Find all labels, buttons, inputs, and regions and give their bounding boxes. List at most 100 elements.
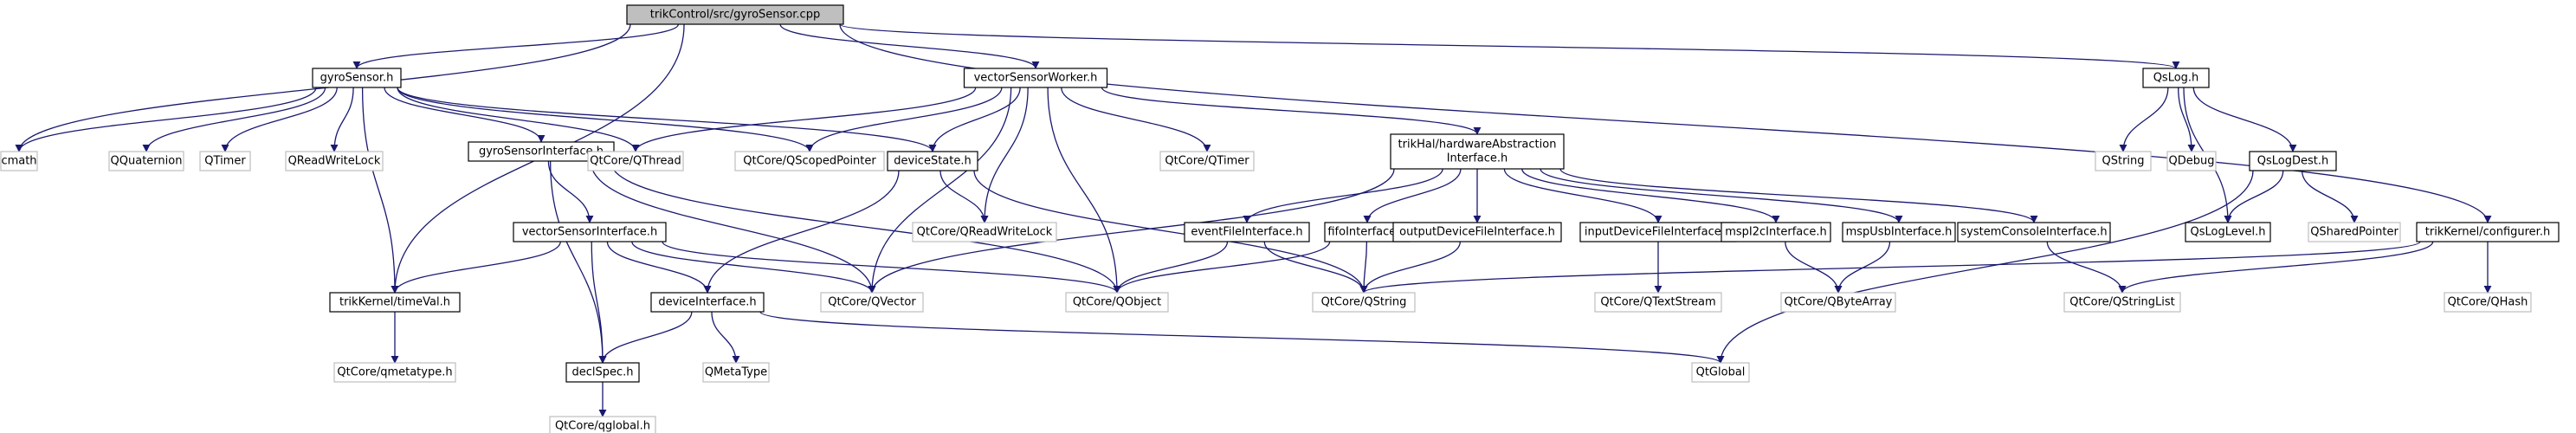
edge-QsLog_h-to-QString [2119,87,2169,152]
edge-fifoInterface_h-to-QtCore_QObject [1113,241,1331,294]
node-box [513,222,667,242]
node-fifoInterface_h[interactable]: fifoInterface.h [1324,222,1411,242]
edge-QsLogDest_h-to-QsLogLevel_h [2224,170,2284,223]
edges-layer [15,23,2492,417]
node-label: trikControl/src/gyroSensor.cpp [650,9,820,22]
edge-mspUsbInterface_h-to-QtCore_QByteArray [1834,241,1891,294]
node-label: QtCore/QVector [828,296,916,309]
node-mspUsbInterface_h[interactable]: mspUsbInterface.h [1842,222,1956,242]
edge-QsLog_h-to-QDebug [2178,87,2196,152]
node-box [734,151,885,171]
node-box [2142,68,2210,88]
node-QTimer: QTimer [199,151,251,171]
edge-gyroSensor_h-to-deviceState_h [397,87,937,152]
node-label: gyroSensorInterface.h [479,145,604,158]
node-vectorSensorWorker_h[interactable]: vectorSensorWorker.h [963,68,1108,88]
node-box [312,68,402,88]
node-QtCore_QThread: QtCore/QThread [587,151,684,171]
edge-trikHal_hwai_h-to-inputDeviceFileInterface_h [1503,168,1662,223]
node-label: Interface.h [1447,152,1508,165]
node-label: QDebug [2169,155,2215,168]
node-label: QtCore/QObject [1073,296,1161,309]
node-label: inputDeviceFileInterface.h [1585,226,1732,239]
node-eventFileInterface_h[interactable]: eventFileInterface.h [1184,222,1310,242]
edge-trikKernel_configurer_h-to-QtCore_QString [1359,241,2421,294]
node-label: mspUsbInterface.h [1846,226,1953,239]
edge-trikHal_hwai_h-to-mspI2cInterface_h [1521,168,1780,223]
node-box [1312,292,1416,313]
node-inputDeviceFileInterface_h[interactable]: inputDeviceFileInterface.h [1579,222,1737,242]
node-box [1780,292,1896,313]
edge-trikHal_hwai_h-to-fifoInterface_h [1363,168,1462,223]
edge-QsLogDest_h-to-QSharedPointer [2302,170,2359,223]
node-label: QtCore/QHash [2448,296,2528,309]
node-box [2308,222,2401,242]
node-label: QtCore/qmetatype.h [337,366,452,379]
node-trikKernel_configurer_h[interactable]: trikKernel/configurer.h [2416,222,2560,242]
node-cmath: cmath [0,151,38,171]
node-box [1184,222,1310,242]
node-deviceInterface_h[interactable]: deviceInterface.h [650,292,765,313]
node-label: QString [2101,155,2144,168]
edge-gyroSensor_h-to-QTimer [221,87,338,152]
edge-gyroSensorInterface_h-to-QtCore_QObject [610,160,1121,294]
node-QsLog_h[interactable]: QsLog.h [2142,68,2210,88]
node-gyroSensor_h[interactable]: gyroSensor.h [312,68,402,88]
node-systemConsoleInterface_h[interactable]: systemConsoleInterface.h [1957,222,2111,242]
node-label: QtCore/QThread [590,155,681,168]
node-label: QMetaType [705,366,767,379]
node-QReadWriteLock: QReadWriteLock [285,151,384,171]
edge-root-to-QsLog_h [839,23,2180,69]
node-deviceState_h[interactable]: deviceState.h [887,151,978,171]
edge-vectorSensorWorker_h-to-deviceState_h [928,87,1021,152]
node-mspI2cInterface_h[interactable]: mspI2cInterface.h [1721,222,1831,242]
edge-root-to-vectorSensorWorker_h [779,23,1040,69]
node-root[interactable]: trikControl/src/gyroSensor.cpp [626,4,844,25]
node-trikKernel_timeVal_h[interactable]: trikKernel/timeVal.h [329,292,461,313]
edge-gyroSensor_h-to-cmath [15,87,317,152]
node-QtCore_QVector: QtCore/QVector [820,292,924,313]
edge-trikKernel_configurer_h-to-QtCore_QStringList [2118,241,2434,294]
node-QDebug: QDebug [2166,151,2217,171]
node-QsLogDest_h[interactable]: QsLogDest.h [2249,151,2337,171]
node-declSpec_h[interactable]: declSpec.h [565,362,640,383]
node-box [2063,292,2181,313]
node-box [2095,151,2152,171]
edge-deviceState_h-to-QtCore_QString [973,170,1368,294]
node-label: trikKernel/timeVal.h [339,296,450,309]
edge-vectorSensorWorker_h-to-trikHal_hwai_h [1101,87,1482,135]
edge-gyroSensor_h-to-QQuaternion [142,87,326,152]
node-gyroSensorInterface_h[interactable]: gyroSensorInterface.h [468,141,615,162]
edge-gyroSensorInterface_h-to-vectorSensorInterface_h [547,160,594,223]
edge-eventFileInterface_h-to-QtCore_QObject [1113,241,1229,294]
node-label: QtGlobal [1696,366,1746,379]
node-label: QtCore/QTextStream [1600,296,1715,309]
node-label: QSharedPointer [2310,226,2398,239]
node-QtCore_qmetatype_h: QtCore/qmetatype.h [333,362,456,383]
node-label: outputDeviceFileInterface.h [1399,226,1555,239]
node-vectorSensorInterface_h[interactable]: vectorSensorInterface.h [513,222,667,242]
edge-deviceInterface_h-to-declSpec_h [598,311,693,364]
edge-root-to-gyroSensor_h [352,23,680,69]
node-box [565,362,640,383]
node-box [285,151,384,171]
node-label: vectorSensorWorker.h [974,72,1098,85]
node-box [2249,151,2337,171]
node-outputDeviceFileInterface_h[interactable]: outputDeviceFileInterface.h [1392,222,1562,242]
node-QString: QString [2095,151,2152,171]
node-box [1065,292,1169,313]
node-label: QReadWriteLock [288,155,381,168]
edge-deviceState_h-to-deviceInterface_h [703,170,900,294]
node-QsLogLevel_h[interactable]: QsLogLevel.h [2185,222,2271,242]
node-box [887,151,978,171]
edge-vectorSensorInterface_h-to-QtCore_QVector [631,241,876,294]
node-box [1957,222,2111,242]
edge-deviceState_h-to-QtCore_QReadWriteLock [939,170,989,223]
edge-vectorSensorWorker_h-to-QtCore_QVector [868,87,1012,294]
node-box [2444,292,2532,313]
node-label: eventFileInterface.h [1191,226,1302,239]
node-box [199,151,251,171]
node-label: deviceState.h [894,155,971,168]
